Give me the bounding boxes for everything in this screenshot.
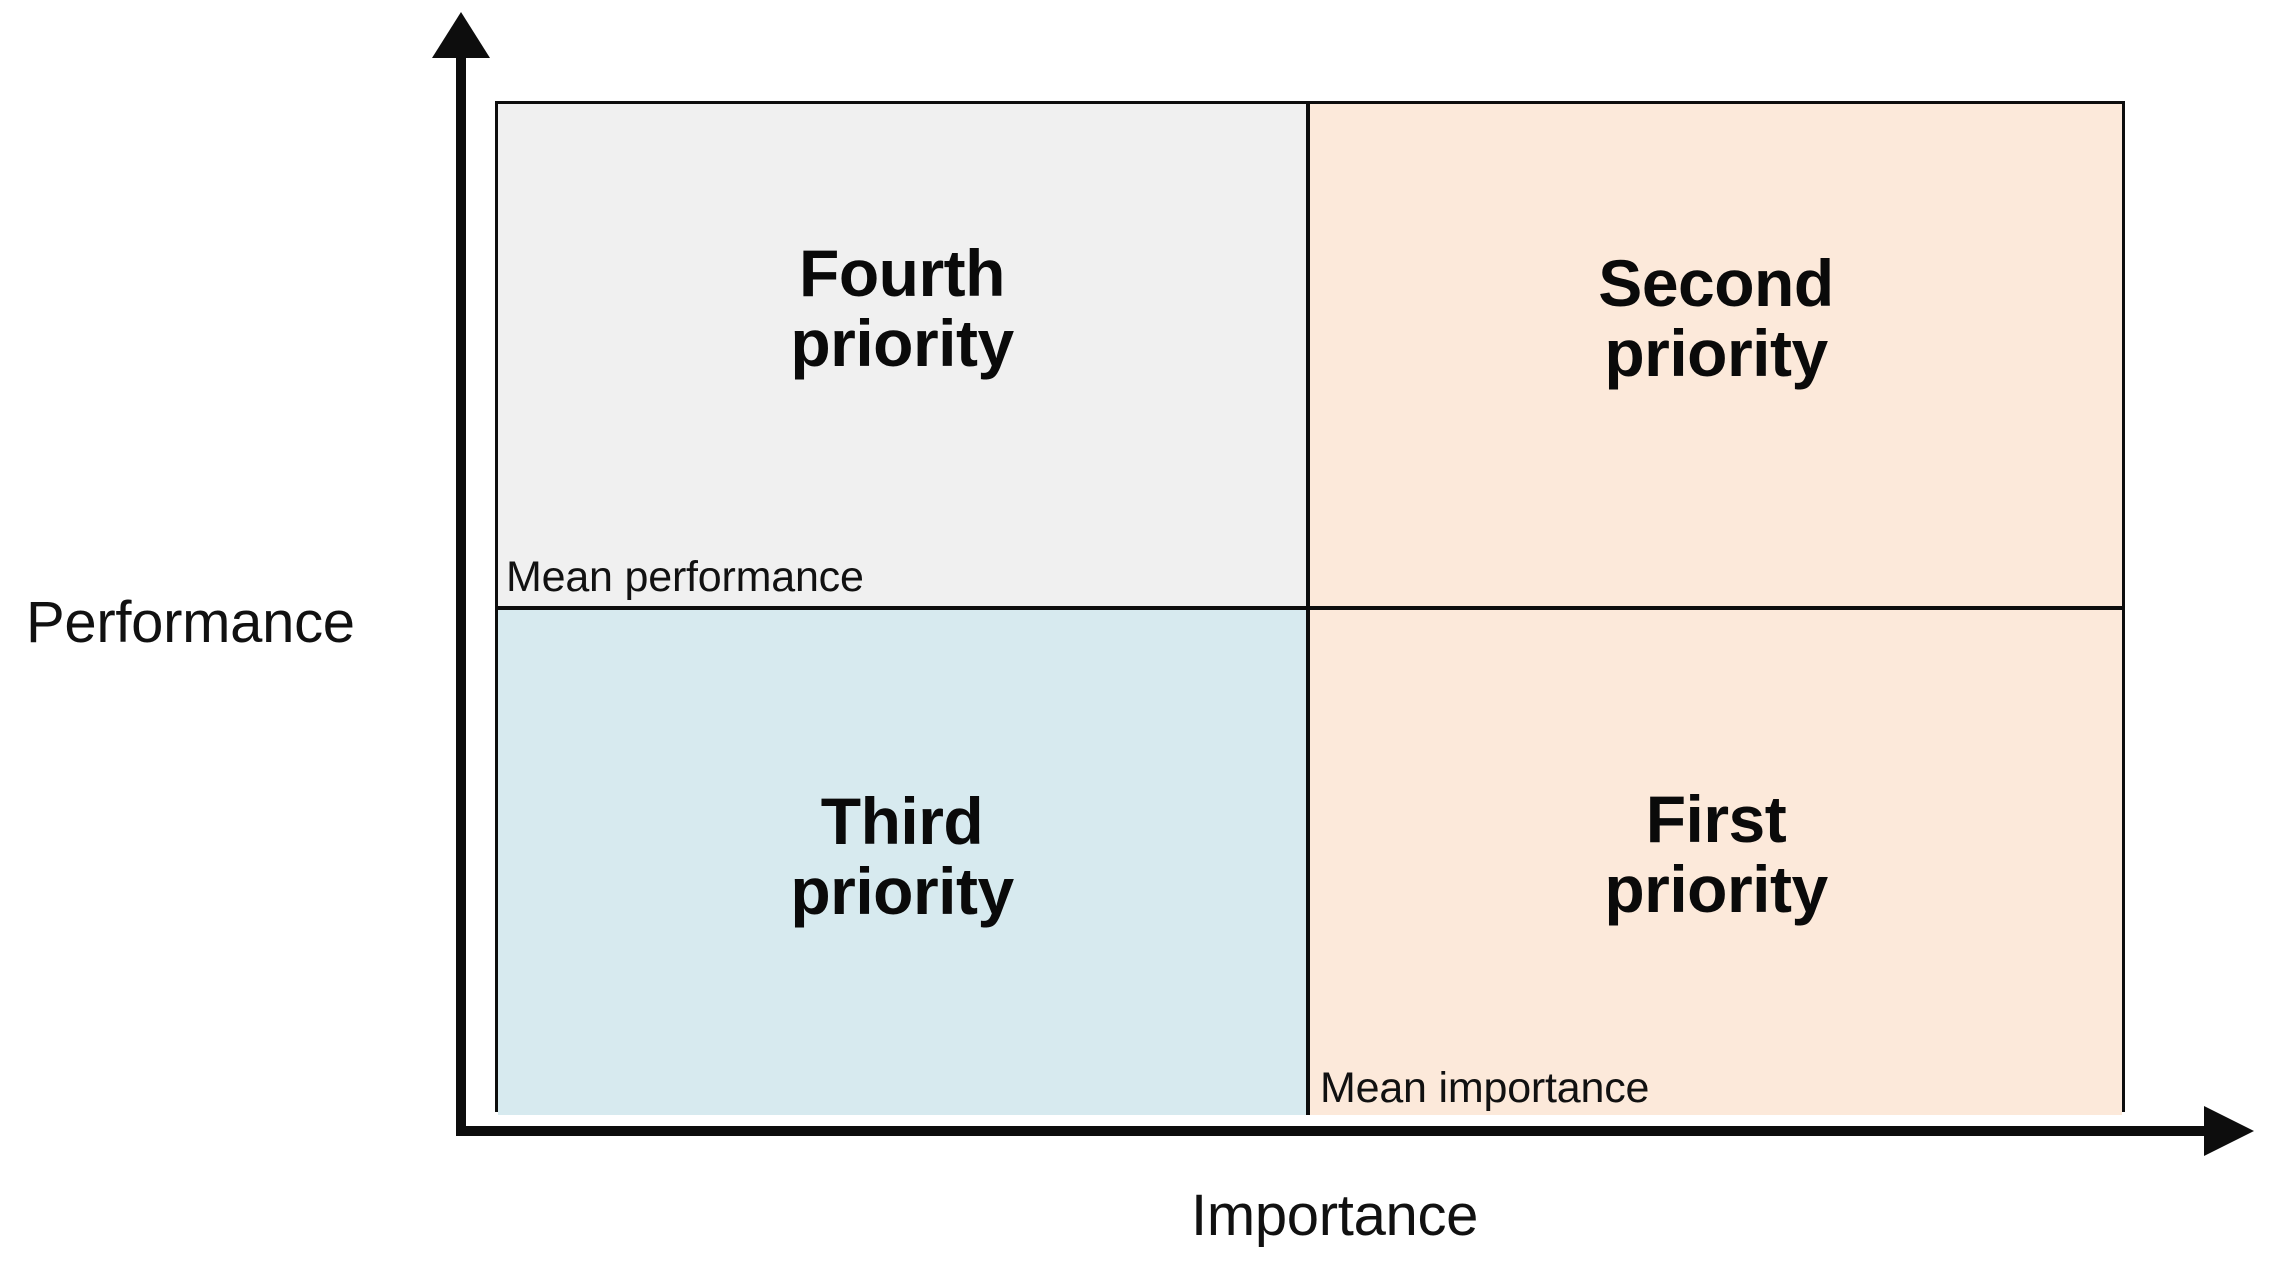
- quadrant-label-first-priority: First priority: [1604, 781, 1828, 926]
- quadrant-fourth-priority[interactable]: Fourth priority Mean performance: [498, 104, 1310, 610]
- quadrant-second-priority[interactable]: Second priority: [1310, 104, 2122, 610]
- x-axis-arrow-icon: [2204, 1106, 2254, 1156]
- mean-importance-label: Mean importance: [1320, 1064, 1650, 1112]
- x-axis-line: [456, 1126, 2216, 1136]
- x-axis-title: Importance: [1191, 1183, 1479, 1248]
- quadrant-label-third-priority: Third priority: [790, 783, 1014, 928]
- quadrant-label-fourth-priority: Fourth priority: [790, 236, 1014, 380]
- y-axis-title: Performance: [26, 590, 355, 655]
- mean-performance-label: Mean performance: [506, 553, 864, 601]
- quadrant-matrix: Fourth priority Mean performance Second …: [495, 101, 2125, 1115]
- quadrant-label-second-priority: Second priority: [1598, 246, 1834, 390]
- quadrant-third-priority[interactable]: Third priority: [498, 610, 1310, 1115]
- y-axis-arrow-icon: [432, 12, 490, 58]
- y-axis-line: [456, 40, 466, 1136]
- quadrant-first-priority[interactable]: First priority Mean importance: [1310, 610, 2122, 1115]
